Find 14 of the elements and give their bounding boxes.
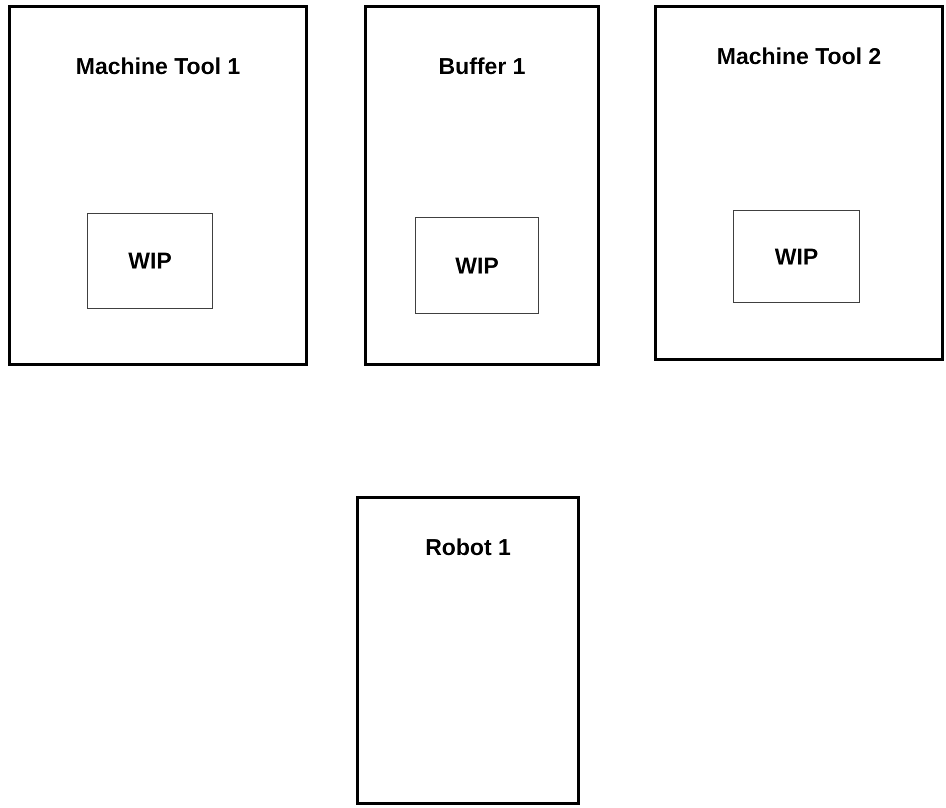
- node-label: Buffer 1: [438, 53, 526, 80]
- node-label: WIP: [454, 252, 500, 279]
- node-label: WIP: [127, 248, 173, 274]
- wip-box: [733, 210, 860, 303]
- node-label: WIP: [774, 243, 820, 270]
- station-box: [356, 496, 580, 805]
- wip-box: [415, 217, 539, 314]
- station-box: [8, 5, 308, 366]
- station-box: [654, 5, 944, 361]
- station-box: [364, 5, 600, 366]
- node-label: Robot 1: [424, 534, 512, 561]
- node-label: Machine Tool 1: [74, 53, 242, 80]
- node-label: Machine Tool 2: [716, 43, 882, 70]
- wip-box: [87, 213, 213, 309]
